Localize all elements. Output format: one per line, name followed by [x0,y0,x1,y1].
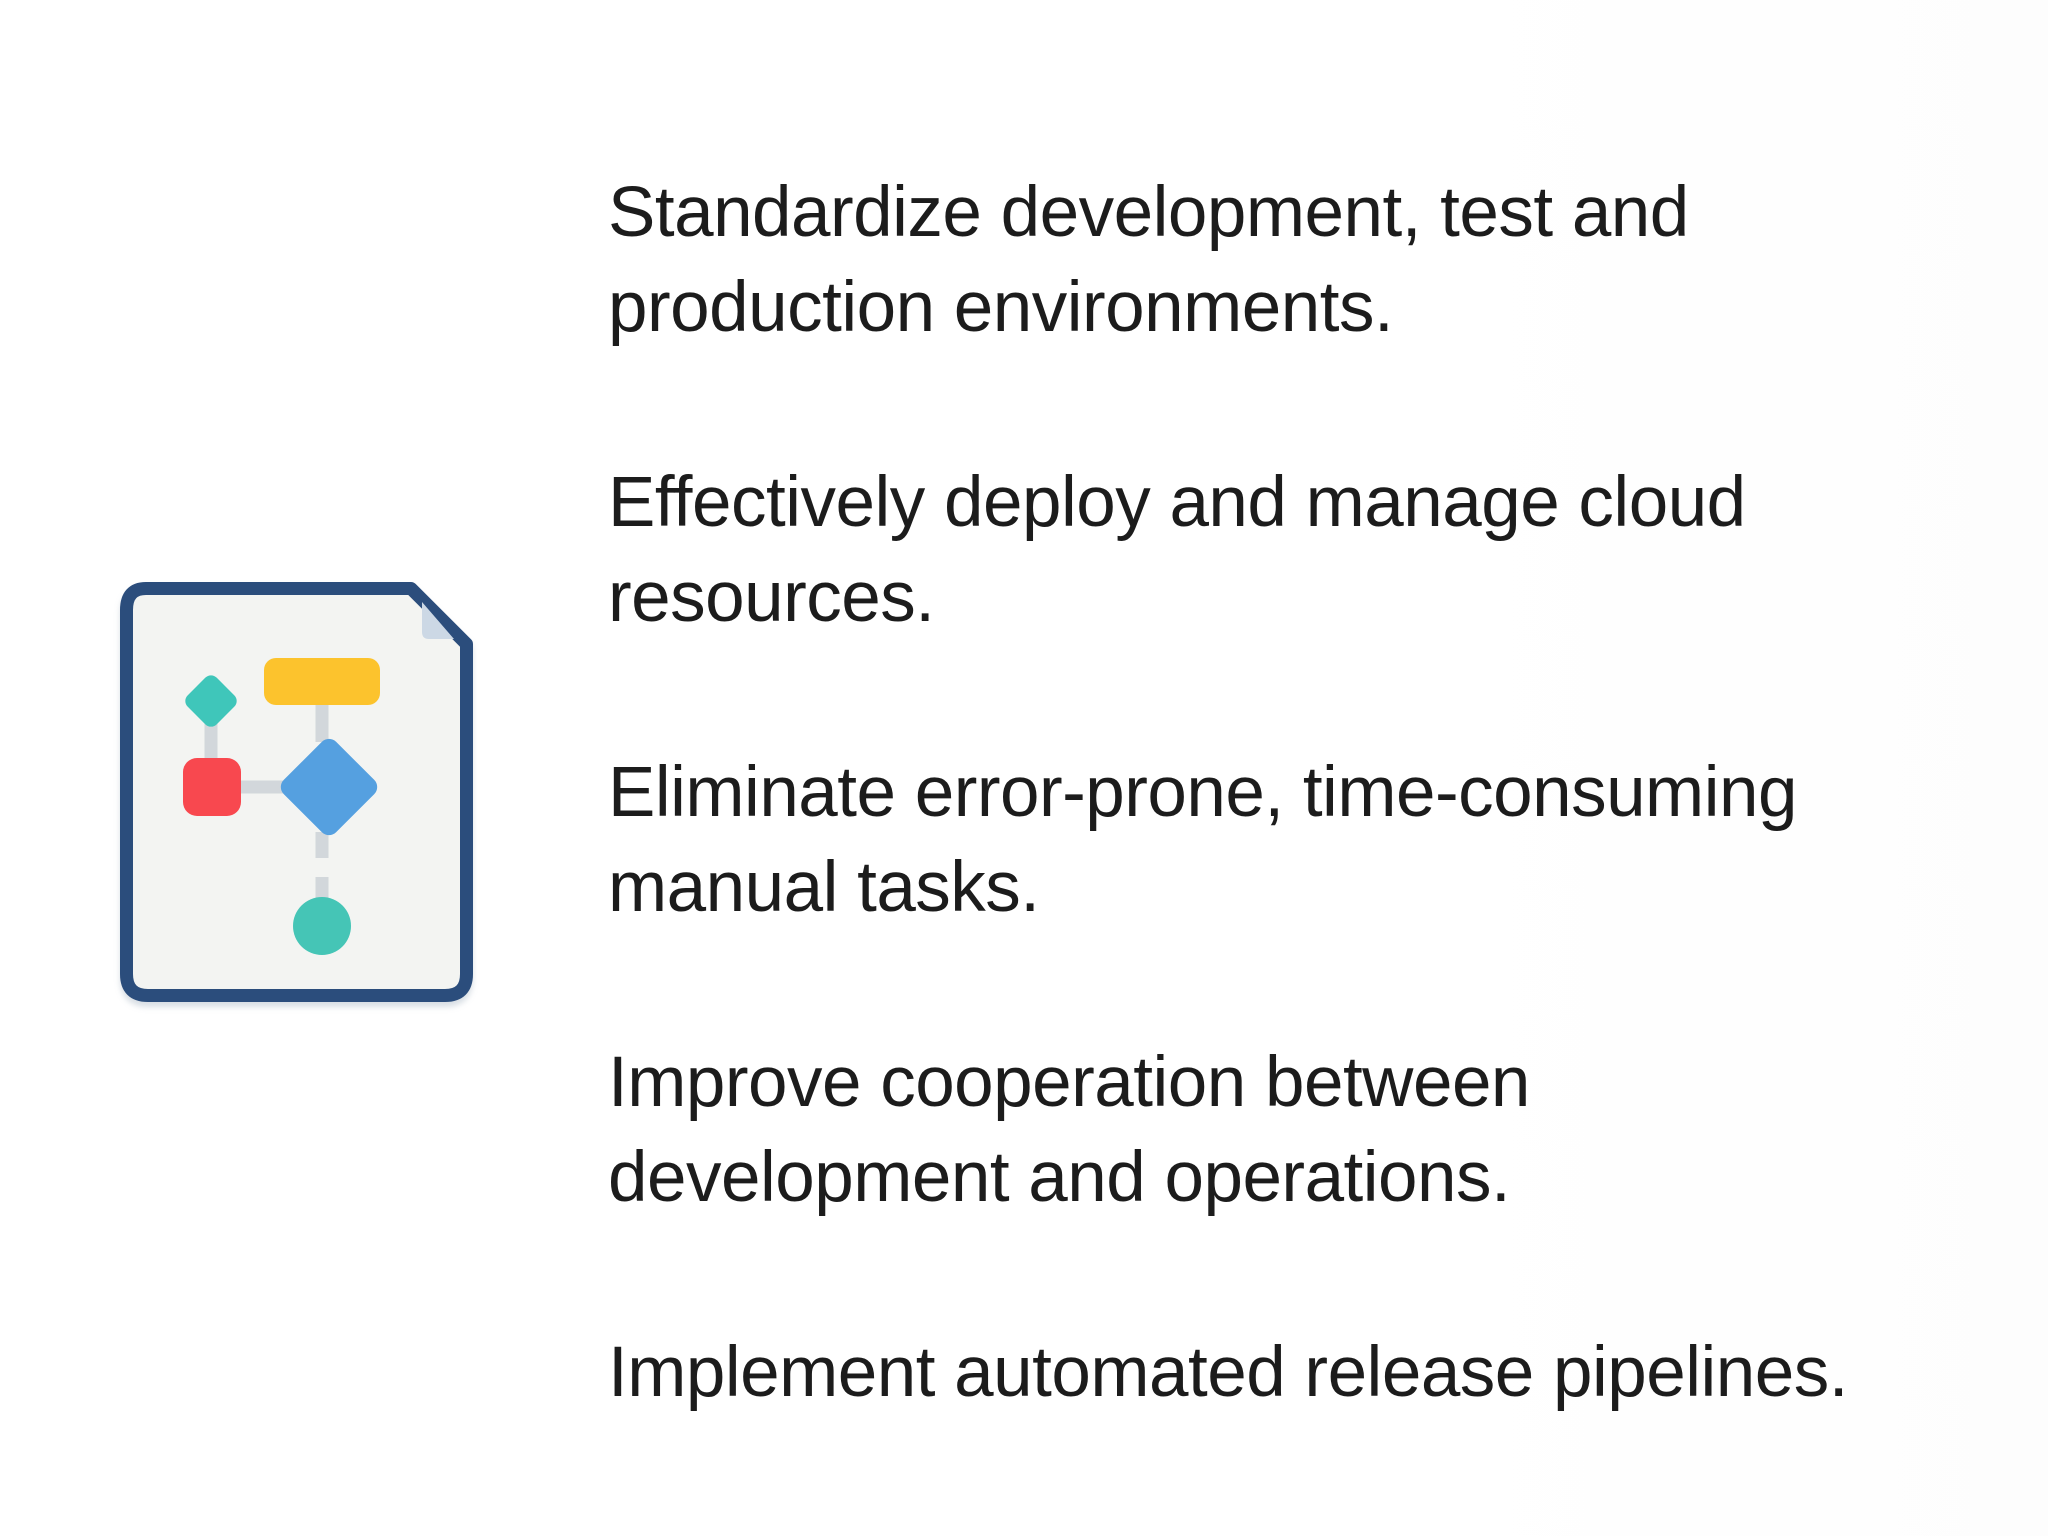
flow-node-square [183,758,241,816]
bullet-line: development and operations. [608,1138,1511,1217]
bullet-line: Effectively deploy and manage cloud [608,463,1746,542]
flow-node-small-diamond [185,675,237,727]
bullet-line: Improve cooperation between [608,1043,1530,1122]
bullet-paragraph: Eliminate error-prone, time-consuming ma… [608,745,2008,935]
bullet-line: Standardize development, test and [608,173,1689,252]
bullet-paragraph: Standardize development, test and produc… [608,165,2008,355]
flow-node-circle [293,897,351,955]
bullet-list: Standardize development, test and produc… [608,165,2008,1420]
bullet-paragraph: Effectively deploy and manage cloud reso… [608,455,2008,645]
bullet-line: resources. [608,558,935,637]
flowchart-document-icon-svg [120,582,473,1002]
flow-node-top-rect [264,658,380,705]
bullet-line: manual tasks. [608,848,1040,927]
bullet-paragraph: Improve cooperation between development … [608,1035,2008,1225]
fold-corner [422,602,454,639]
bullet-line: production environments. [608,268,1394,347]
bullet-paragraph: Implement automated release pipelines. [608,1325,2008,1420]
bullet-line: Eliminate error-prone, time-consuming [608,753,1797,832]
flow-node-large-diamond [280,738,378,836]
flowchart-document-icon [120,582,473,1007]
bullet-line: Implement automated release pipelines. [608,1333,1849,1412]
